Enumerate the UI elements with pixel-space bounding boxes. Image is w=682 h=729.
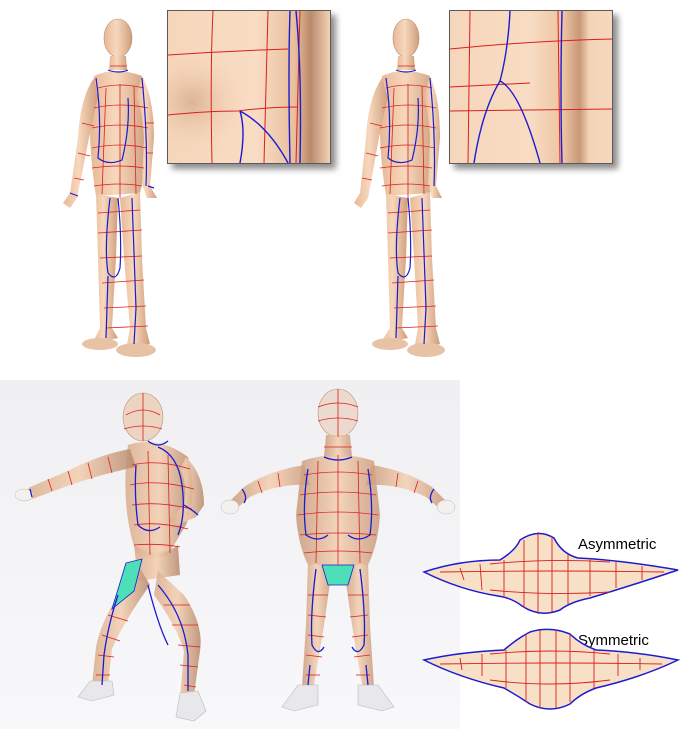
figure-top-right (346, 8, 456, 360)
figure-top-left (50, 8, 170, 360)
symmetric-pattern (420, 622, 682, 728)
detail-inset-right (449, 10, 613, 164)
asymmetric-pattern (420, 510, 682, 622)
detail-inset-left (167, 10, 331, 164)
figure-bottom-left (8, 385, 218, 725)
